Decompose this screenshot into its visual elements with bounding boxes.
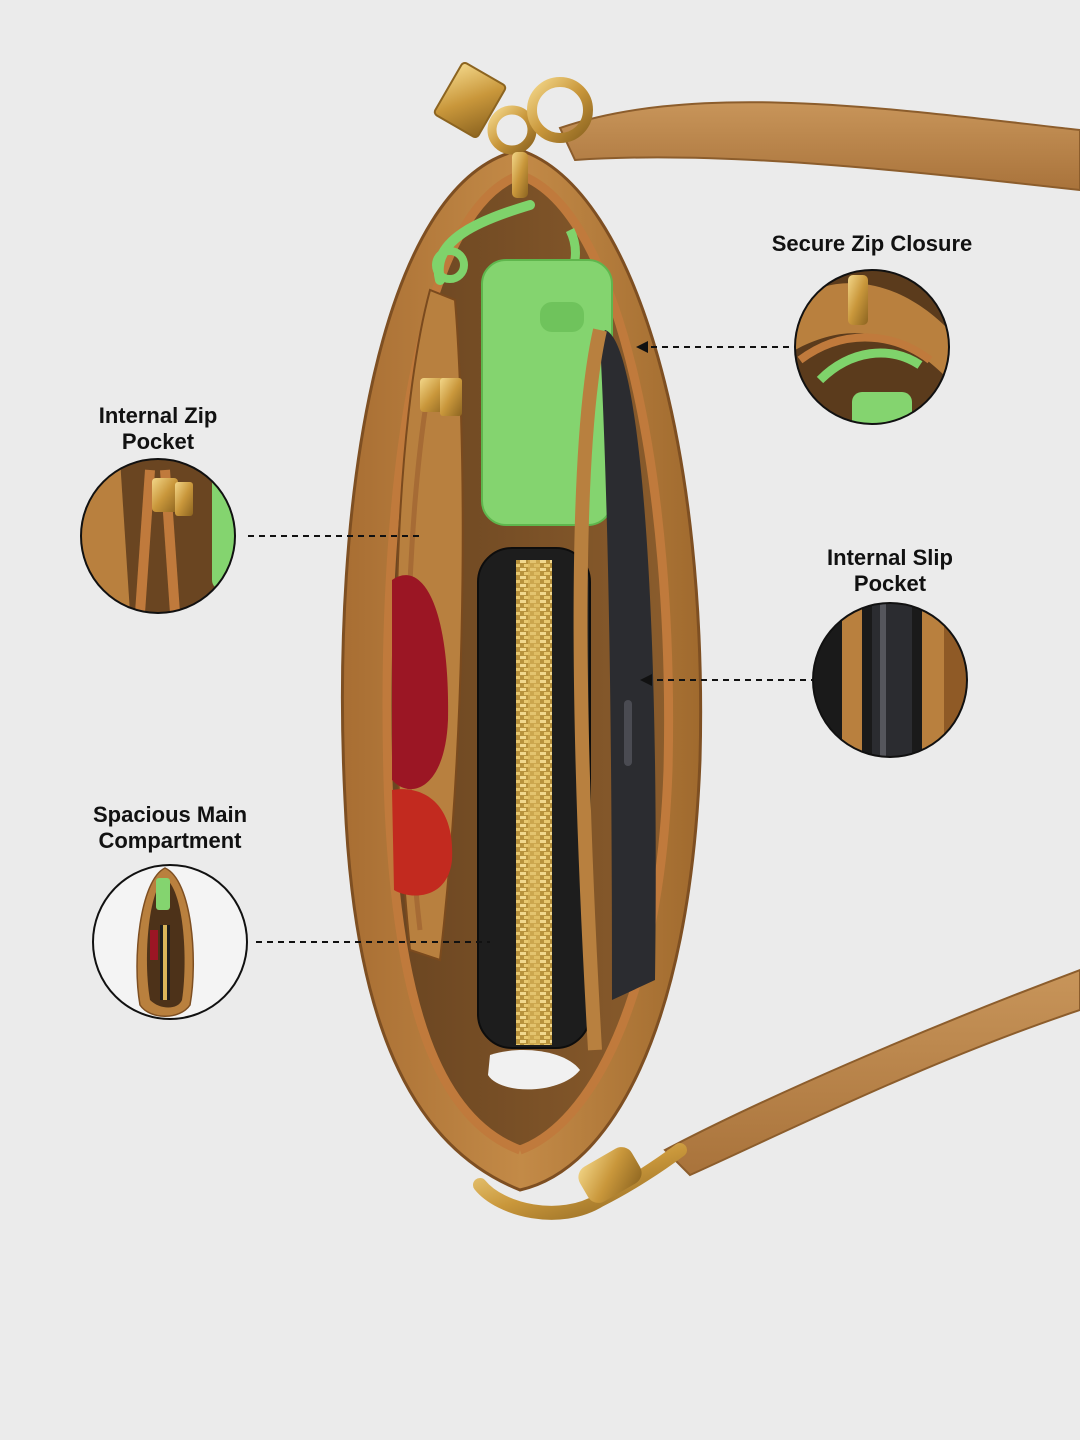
arrowhead-secure-zip	[636, 341, 648, 353]
white-item	[488, 1050, 580, 1090]
callout-secure-zip-closure-thumbnail	[794, 269, 950, 425]
label-spacious-main-compartment: Spacious Main Compartment	[60, 802, 280, 854]
phone-in-slip-pocket	[573, 328, 656, 1051]
label-internal-slip-pocket: Internal Slip Pocket	[790, 545, 990, 597]
label-internal-zip-pocket-line1: Internal Zip	[98, 403, 218, 428]
label-internal-slip-pocket-line1: Internal Slip	[827, 545, 953, 570]
label-internal-zip-pocket-line2: Pocket	[121, 429, 195, 454]
black-zip-pouch	[477, 547, 591, 1049]
label-internal-slip-pocket-line2: Pocket	[853, 571, 927, 596]
callout-internal-zip-pocket-thumbnail	[80, 458, 236, 614]
label-secure-zip-closure-line1: Secure Zip Closure	[771, 231, 973, 256]
arrowhead-internal-slip	[640, 674, 652, 686]
red-lipstick-item	[392, 575, 453, 896]
label-internal-zip-pocket: Internal Zip Pocket	[58, 403, 258, 455]
callout-spacious-main-compartment-thumbnail	[92, 864, 248, 1020]
shoulder-strap	[558, 101, 1080, 1177]
label-spacious-main-compartment-line1: Spacious Main	[92, 802, 248, 827]
label-secure-zip-closure: Secure Zip Closure	[740, 231, 1004, 257]
callout-internal-slip-pocket-thumbnail	[812, 602, 968, 758]
zip-puller-hardware	[433, 61, 687, 1220]
label-spacious-main-compartment-line2: Compartment	[98, 828, 242, 853]
